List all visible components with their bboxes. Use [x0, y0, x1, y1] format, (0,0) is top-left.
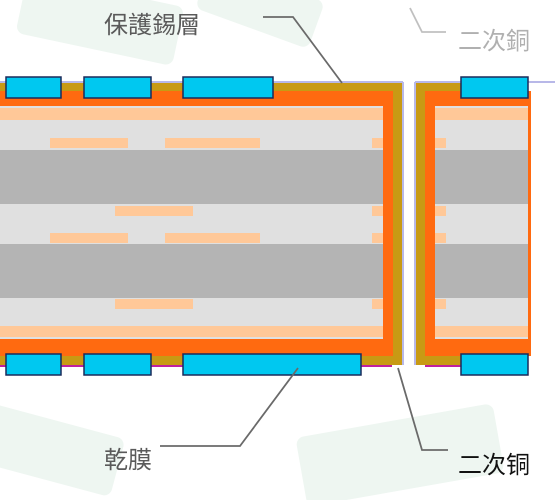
leader-lines — [160, 7, 448, 451]
leader-secondary-copper-bottom — [397, 367, 448, 451]
label-secondary-copper-top: 二次銅 — [458, 27, 530, 55]
inner-copper-traces-right — [435, 138, 446, 309]
core-upper-right — [435, 150, 528, 204]
label-dry-film: 乾膜 — [104, 446, 152, 474]
right-board-section — [414, 81, 555, 365]
leader-dry-film — [160, 367, 299, 447]
core-upper-left — [0, 150, 383, 204]
core-lower-left — [0, 244, 383, 298]
core-lower-right — [435, 244, 528, 298]
dry-film-pads-top — [5, 76, 529, 99]
label-secondary-copper-bottom: 二次铜 — [458, 451, 530, 479]
leader-solder-layer — [263, 16, 343, 84]
leader-secondary-copper-top — [409, 7, 446, 33]
dry-film-pads-bottom — [5, 353, 529, 376]
inner-copper-traces-left — [50, 138, 383, 309]
laminate-right — [435, 106, 528, 339]
background-watermark — [0, 0, 504, 500]
left-board-section — [0, 81, 404, 365]
label-protective-tin-layer: 保護錫層 — [104, 11, 200, 39]
